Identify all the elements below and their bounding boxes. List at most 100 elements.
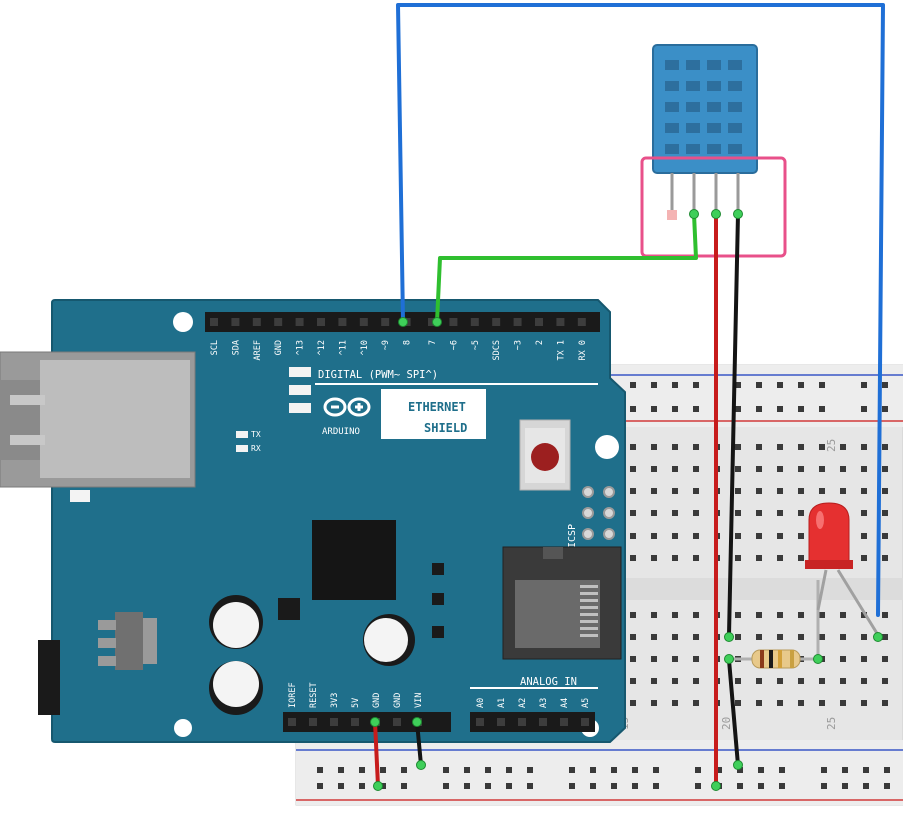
ethernet-latch: [10, 395, 45, 405]
breadboard-hole: [443, 767, 449, 773]
sd-contact: [580, 592, 598, 595]
power-pin-label: 3V3: [330, 693, 340, 708]
wire-endpoint: [711, 209, 721, 219]
wire-endpoint: [873, 632, 883, 642]
tx-led: [236, 431, 248, 438]
reset-button-cap: [531, 443, 559, 471]
breadboard-hole: [338, 767, 344, 773]
wire-endpoint: [733, 209, 743, 219]
breadboard-hole: [693, 466, 699, 472]
header-pin: [497, 718, 505, 726]
grille-slot: [665, 81, 679, 91]
breadboard-hole: [842, 783, 848, 789]
breadboard-hole: [443, 783, 449, 789]
analog-pin-label: A5: [581, 698, 591, 708]
breadboard-hole: [777, 466, 783, 472]
wire-endpoint: [416, 760, 426, 770]
breadboard-hole: [735, 634, 741, 640]
breadboard-hole: [819, 382, 825, 388]
breadboard-hole: [590, 767, 596, 773]
breadboard-hole: [882, 612, 888, 618]
wire-green-data: [435, 212, 698, 324]
breadboard-hole: [632, 783, 638, 789]
breadboard-hole: [630, 555, 636, 561]
breadboard-hole: [863, 767, 869, 773]
breadboard-hole: [672, 510, 678, 516]
wire-endpoint: [813, 654, 823, 664]
breadboard-hole: [590, 783, 596, 789]
breadboard-hole: [882, 533, 888, 539]
analog-pin-label: A0: [476, 698, 486, 708]
header-pin: [492, 318, 501, 326]
grille-slot: [707, 102, 721, 112]
column-number-top-right: 25: [825, 439, 838, 452]
breadboard-hole: [630, 488, 636, 494]
breadboard-hole: [735, 533, 741, 539]
breadboard-hole: [842, 767, 848, 773]
breadboard-hole: [653, 767, 659, 773]
breadboard-hole: [861, 444, 867, 450]
breadboard-hole: [632, 767, 638, 773]
breadboard-hole: [651, 488, 657, 494]
smd-component: [432, 626, 444, 638]
breadboard-hole: [798, 444, 804, 450]
grille-slot: [728, 60, 742, 70]
led-rim: [805, 560, 853, 569]
breadboard-hole: [735, 382, 741, 388]
breadboard-hole: [651, 382, 657, 388]
breadboard-hole: [777, 634, 783, 640]
grille-slot: [686, 60, 700, 70]
ethernet-jack-port: [0, 380, 40, 460]
grille-slot: [707, 123, 721, 133]
grille-slot: [707, 81, 721, 91]
header-pin: [518, 718, 526, 726]
digital-pin-label: SDCS: [492, 340, 502, 360]
wires: [373, 3, 885, 788]
breadboard-hole: [630, 612, 636, 618]
reset-button: [519, 419, 571, 491]
mounting-hole: [595, 435, 619, 459]
header-pin: [556, 318, 565, 326]
wire-endpoint: [370, 717, 380, 727]
breadboard-hole: [611, 783, 617, 789]
breadboard-hole: [884, 767, 890, 773]
grille-slot: [665, 102, 679, 112]
digital-pin-label: SDA: [231, 340, 241, 355]
breadboard-hole: [798, 510, 804, 516]
breadboard-hole: [735, 700, 741, 706]
breadboard-hole: [819, 466, 825, 472]
header-pin: [535, 318, 543, 326]
breadboard-hole: [569, 783, 575, 789]
breadboard-hole: [758, 783, 764, 789]
breadboard-hole: [861, 555, 867, 561]
breadboard-hole: [672, 466, 678, 472]
breadboard-hole: [693, 612, 699, 618]
breadboard-hole: [485, 767, 491, 773]
power-led: [70, 490, 90, 502]
header-pin: [295, 318, 304, 326]
sd-contact: [580, 613, 598, 616]
power-pin-label: 5V: [351, 698, 361, 708]
breadboard-hole: [630, 634, 636, 640]
header-pin: [381, 318, 390, 326]
analog-pin-label: A4: [560, 698, 570, 708]
breadboard-hole: [672, 488, 678, 494]
sd-contact: [580, 620, 598, 623]
breadboard-hole: [735, 406, 741, 412]
breadboard-hole: [882, 634, 888, 640]
breadboard-hole: [630, 444, 636, 450]
breadboard-hole: [777, 406, 783, 412]
breadboard-hole: [735, 510, 741, 516]
breadboard-hole: [777, 382, 783, 388]
breadboard-hole: [798, 678, 804, 684]
breadboard-hole: [359, 783, 365, 789]
digital-pin-label: AREF: [253, 340, 263, 360]
breadboard-hole: [630, 700, 636, 706]
digital-pin-label: 7: [428, 340, 438, 345]
grille-slot: [728, 123, 742, 133]
breadboard-hole: [651, 634, 657, 640]
breadboard-hole: [693, 656, 699, 662]
